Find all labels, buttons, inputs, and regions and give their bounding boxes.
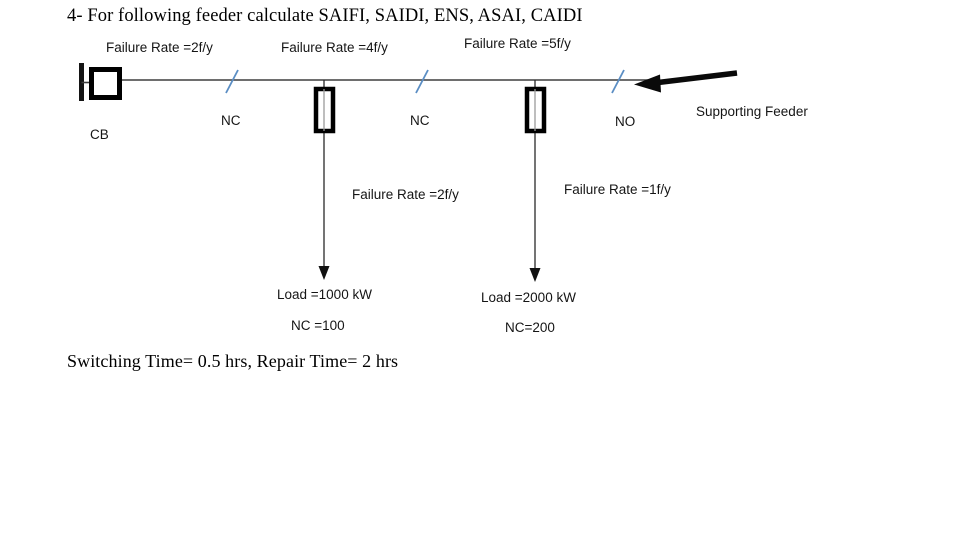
supporting-feeder-arrow xyxy=(634,70,738,93)
branch-2-group xyxy=(524,80,547,282)
supporting-feeder-arrowhead xyxy=(634,74,661,93)
switch-nc-2-label: NC xyxy=(410,113,430,128)
load-1-power-label: Load =1000 kW xyxy=(277,287,372,302)
segment-2-failure-rate-label: Failure Rate =4f/y xyxy=(281,40,388,55)
segment-3-failure-rate-label: Failure Rate =5f/y xyxy=(464,36,571,51)
supporting-feeder-arrow-shaft xyxy=(653,70,738,86)
branch-1-failure-rate-label: Failure Rate =2f/y xyxy=(352,187,459,202)
load-2-power-label: Load =2000 kW xyxy=(481,290,576,305)
supporting-feeder-label: Supporting Feeder xyxy=(696,104,808,119)
switching-repair-time-note: Switching Time= 0.5 hrs, Repair Time= 2 … xyxy=(67,351,399,371)
circuit-breaker-symbol[interactable] xyxy=(79,63,122,101)
load-2-customers-label: NC=200 xyxy=(505,320,555,335)
branch-1-arrowhead xyxy=(318,266,330,280)
circuit-breaker-label: CB xyxy=(90,127,109,142)
switch-nc-2-mark[interactable] xyxy=(415,69,429,94)
branch-2-arrowhead xyxy=(529,268,541,282)
breaker-box xyxy=(89,67,122,100)
switch-no-label: NO xyxy=(615,114,636,129)
switch-no-mark[interactable] xyxy=(611,69,625,94)
branch-2-failure-rate-label: Failure Rate =1f/y xyxy=(564,182,671,197)
page-title: 4- For following feeder calculate SAIFI,… xyxy=(67,6,583,26)
segment-1-failure-rate-label: Failure Rate =2f/y xyxy=(106,40,213,55)
switch-nc-1-mark[interactable] xyxy=(225,69,239,94)
switch-nc-1-label: NC xyxy=(221,113,241,128)
branch-1-group xyxy=(313,80,336,280)
load-1-customers-label: NC =100 xyxy=(291,318,345,333)
